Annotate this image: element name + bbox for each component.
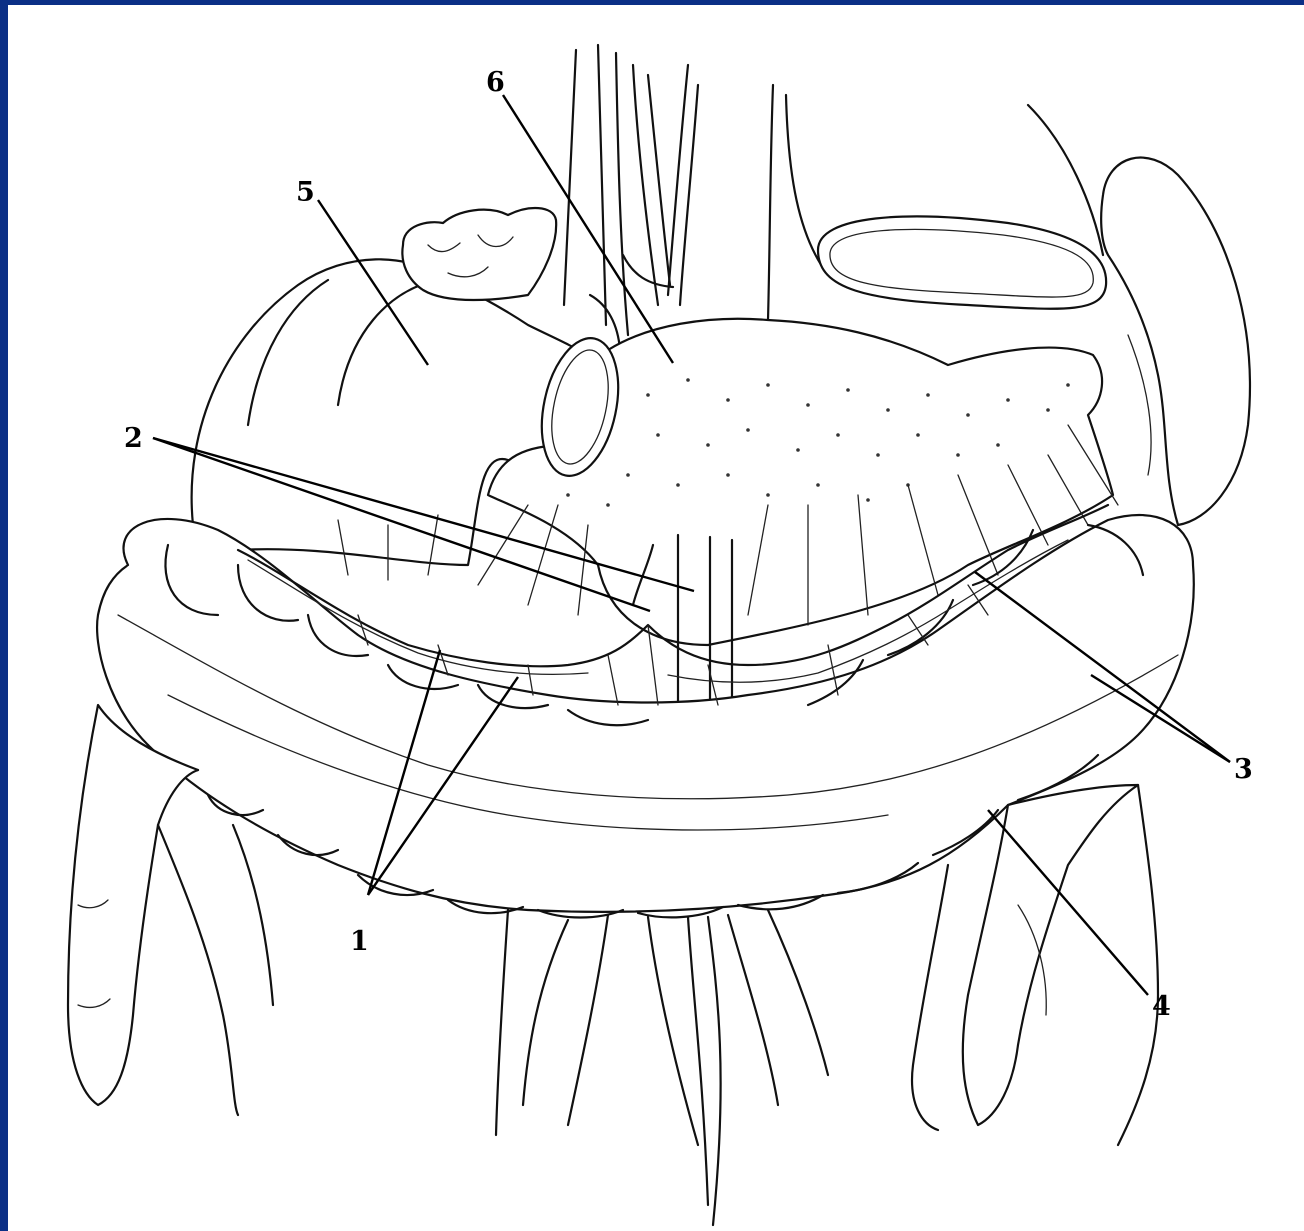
stomach-opening <box>818 216 1106 308</box>
label-6: 6 <box>486 67 505 98</box>
illustration-canvas: 1 2 3 4 5 6 <box>8 5 1304 1231</box>
label-4: 4 <box>1152 991 1171 1022</box>
anatomy-illustration: 1 2 3 4 5 6 <box>8 5 1304 1231</box>
label-2: 2 <box>124 423 143 454</box>
mesenteric-root <box>496 910 828 1225</box>
label-1: 1 <box>350 926 369 957</box>
label-3: 3 <box>1234 754 1253 785</box>
spleen <box>1101 158 1250 525</box>
label-5: 5 <box>296 177 315 208</box>
